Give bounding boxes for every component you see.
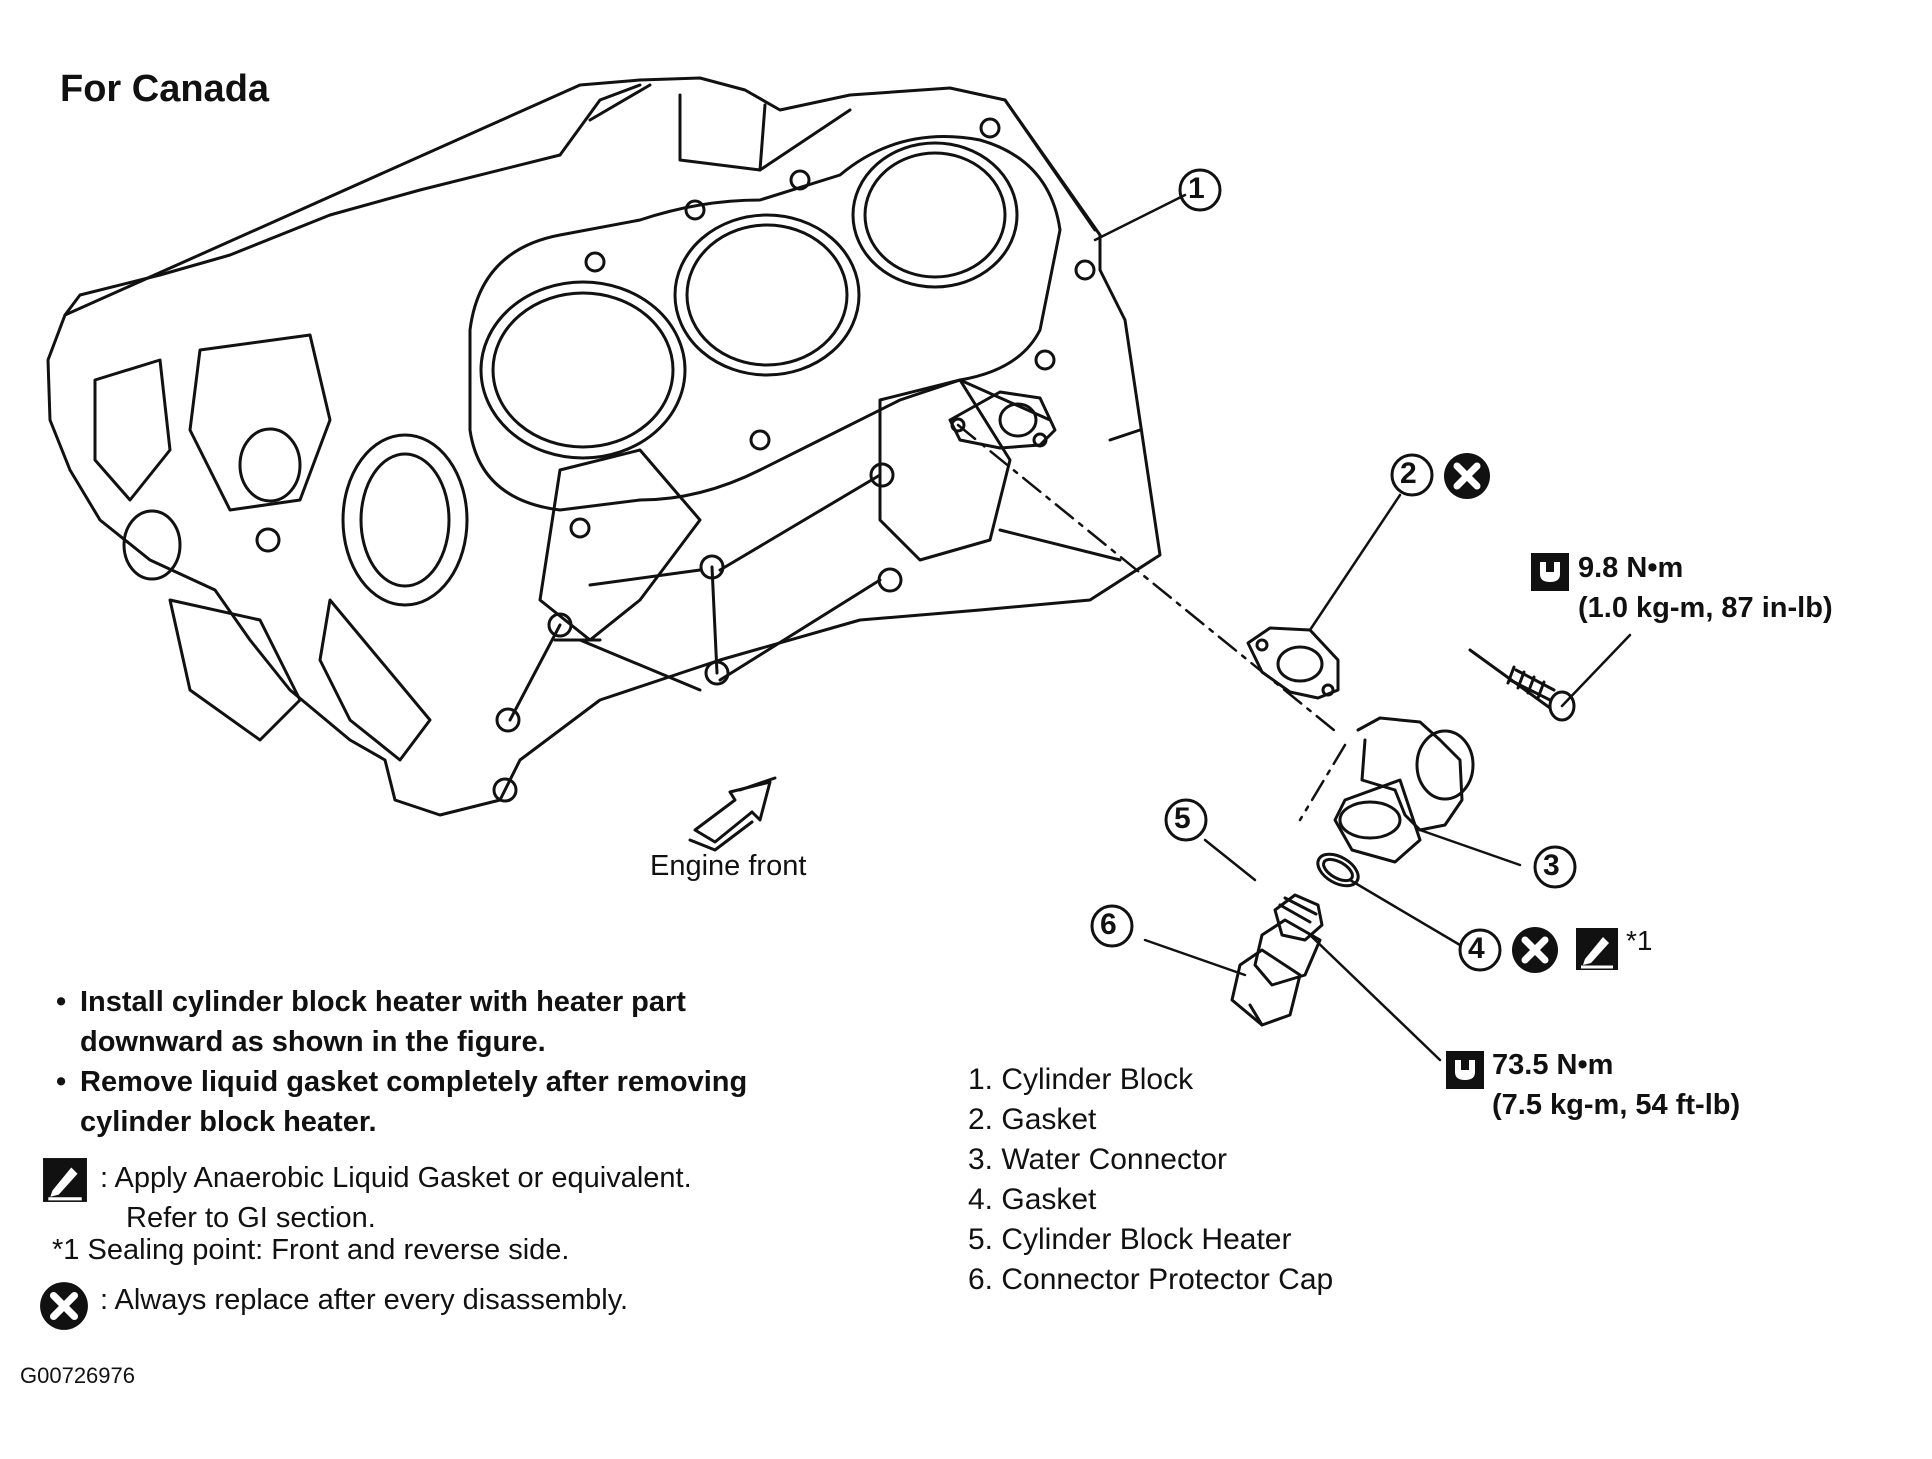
callout-1: 1 bbox=[1188, 172, 1205, 205]
part-item: 1. Cylinder Block bbox=[968, 1063, 1194, 1096]
callout-6: 6 bbox=[1100, 908, 1117, 941]
torque-wrench-icon bbox=[1446, 1051, 1484, 1089]
instruction-list: • Install cylinder block heater with hea… bbox=[56, 982, 747, 1142]
page-title: For Canada bbox=[60, 68, 270, 110]
part-item: 3. Water Connector bbox=[968, 1143, 1227, 1176]
torque-conversion: (1.0 kg-m, 87 in-lb) bbox=[1578, 592, 1833, 624]
torque-wrench-icon bbox=[1531, 553, 1569, 591]
torque-value: 73.5 N•m bbox=[1492, 1049, 1614, 1081]
callout-5: 5 bbox=[1174, 802, 1191, 835]
water-connector-drawing bbox=[1333, 716, 1475, 864]
parts-list: 1. Cylinder Block 2. Gasket 3. Water Con… bbox=[968, 1060, 1333, 1300]
torque-conversion: (7.5 kg-m, 54 ft-lb) bbox=[1492, 1089, 1741, 1121]
torque-value: 9.8 N•m bbox=[1578, 552, 1684, 584]
engine-front-label: Engine front bbox=[650, 850, 807, 882]
liquid-gasket-icon bbox=[1576, 928, 1618, 970]
bolt-drawing bbox=[1468, 648, 1576, 722]
legend-liquid-gasket: : Apply Anaerobic Liquid Gasket or equiv… bbox=[100, 1158, 692, 1238]
figure-id: G00726976 bbox=[20, 1363, 135, 1388]
legend-replace: : Always replace after every disassembly… bbox=[100, 1284, 629, 1316]
gasket-upper-drawing bbox=[1246, 626, 1340, 700]
legend-text: : Apply Anaerobic Liquid Gasket or equiv… bbox=[100, 1162, 692, 1194]
instruction-line: cylinder block heater. bbox=[80, 1106, 377, 1138]
callout-4: 4 bbox=[1468, 932, 1485, 965]
callout-circles bbox=[1090, 168, 1577, 972]
part-item: 2. Gasket bbox=[968, 1103, 1097, 1136]
instruction-item: • Install cylinder block heater with hea… bbox=[56, 982, 747, 1062]
instruction-line: Install cylinder block heater with heate… bbox=[80, 986, 686, 1018]
instruction-line: downward as shown in the figure. bbox=[80, 1026, 546, 1058]
x-circle-icon bbox=[1512, 927, 1558, 973]
cylinder-block-drawing bbox=[46, 76, 1162, 817]
instruction-line: Remove liquid gasket completely after re… bbox=[80, 1066, 748, 1098]
legend-text: Refer to GI section. bbox=[126, 1202, 376, 1234]
liquid-gasket-icon bbox=[43, 1158, 87, 1202]
assembly-centerline-2 bbox=[1298, 743, 1347, 822]
part-item: 6. Connector Protector Cap bbox=[968, 1263, 1334, 1296]
part-item: 5. Cylinder Block Heater bbox=[968, 1223, 1292, 1256]
legend-sealing-point: *1 Sealing point: Front and reverse side… bbox=[52, 1234, 570, 1266]
bullet: • bbox=[56, 1066, 67, 1098]
torque-spec-bolt: 9.8 N•m (1.0 kg-m, 87 in-lb) bbox=[1578, 548, 1833, 628]
part-item: 4. Gasket bbox=[968, 1183, 1097, 1216]
heater-drawing bbox=[1230, 893, 1324, 1027]
o-ring-drawing bbox=[1316, 852, 1360, 888]
engine-front-arrow bbox=[688, 776, 777, 852]
sealing-note-ref: *1 bbox=[1626, 925, 1653, 956]
instruction-item: • Remove liquid gasket completely after … bbox=[56, 1062, 747, 1142]
callout-2: 2 bbox=[1400, 457, 1417, 490]
bullet: • bbox=[56, 986, 67, 1018]
callout-3: 3 bbox=[1543, 849, 1560, 882]
leader-lines bbox=[1093, 193, 1632, 1062]
x-circle-icon bbox=[1444, 453, 1490, 499]
x-circle-icon bbox=[40, 1282, 88, 1330]
torque-spec-heater: 73.5 N•m (7.5 kg-m, 54 ft-lb) bbox=[1492, 1045, 1740, 1125]
